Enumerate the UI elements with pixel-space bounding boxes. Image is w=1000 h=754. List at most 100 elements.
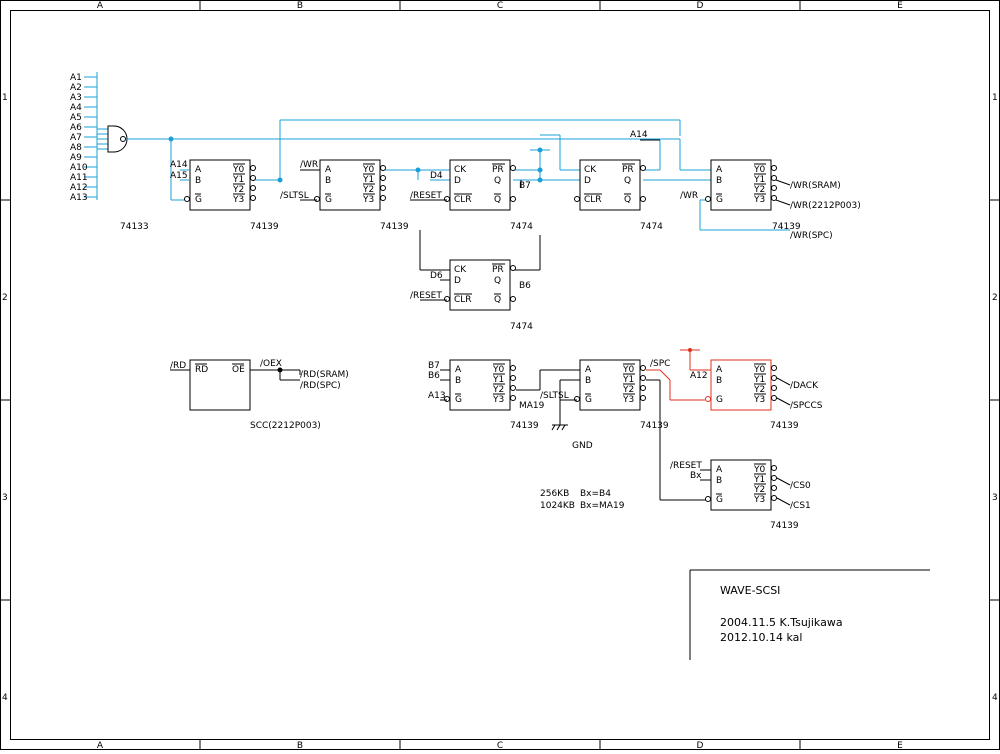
dec1-input-b: A15	[170, 171, 188, 181]
col-label: D	[697, 741, 704, 750]
scc-name-label: SCC(2212P003)	[250, 421, 321, 431]
svg-text:Y3: Y3	[753, 395, 765, 405]
col-label: D	[697, 1, 704, 11]
row-label: 2	[2, 293, 8, 303]
dec6-dack-label: /DACK	[790, 381, 819, 391]
svg-text:G: G	[716, 395, 723, 405]
svg-text:Y2: Y2	[753, 385, 765, 395]
dec5-part-label: 74139	[640, 421, 669, 431]
ff3-reset-label: /RESET	[410, 291, 442, 301]
scc-out-sram: /RD(SRAM)	[300, 370, 349, 380]
decoder-6-74139: A B G Y0 Y1 Y2 Y3 A12 /DACK /SPCCS 74139	[646, 348, 823, 431]
svg-text:Y0: Y0	[753, 365, 765, 375]
nand-input-label: A6	[70, 123, 82, 133]
nand-input-label: A9	[70, 153, 82, 163]
dec5-spc-label: /SPC	[650, 359, 670, 369]
row-label: 4	[992, 693, 998, 703]
dec3-wr-label: /WR	[680, 191, 698, 201]
decoder-7-74139: /RESET Bx /CS0 /CS1 74139	[670, 459, 811, 531]
ff1-q-label: B7	[519, 181, 531, 191]
junction-dots	[168, 136, 543, 183]
flipflop-3-7474: D6 /RESET B6 7474	[410, 259, 533, 332]
dec6-a12-label: A12	[690, 371, 708, 381]
nand-input-label: A12	[70, 183, 88, 193]
dec4-g-label: A13	[428, 391, 446, 401]
row-label: 1	[2, 93, 8, 103]
nand-gate-74133: 74133	[84, 72, 149, 232]
nand-input-label: A1	[70, 73, 82, 83]
svg-text:A: A	[716, 365, 723, 375]
dec5-sltsl-label: /SLTSL	[540, 391, 569, 401]
row-label: 4	[2, 693, 8, 703]
decoder-5-74139: /SLTSL /SPC GND 74139	[540, 359, 707, 501]
scc-rd-pin: RD	[195, 365, 208, 375]
dec7-part-label: 74139	[770, 521, 799, 531]
row-label: 2	[992, 293, 998, 303]
col-label: A	[97, 741, 104, 750]
decoder-2-74139: /WR /SLTSL 74139	[280, 159, 409, 232]
ff1-reset-label: /RESET	[410, 191, 442, 201]
nand-input-label: A10	[70, 163, 88, 173]
row-label: 1	[992, 93, 998, 103]
nand-input-label: A7	[70, 133, 82, 143]
nand-input-label: A3	[70, 93, 82, 103]
ff3-d-label: D6	[430, 271, 443, 281]
col-label: A	[97, 1, 104, 11]
scc-chip: RD OE /RD /OEX /RD(SRAM) /RD(SPC) SCC(22…	[170, 359, 349, 431]
title-date-2: 2012.10.14 kal	[720, 631, 802, 644]
col-label: B	[297, 741, 303, 750]
note-256kb-bx: Bx=B4	[580, 489, 611, 499]
scc-rd-label: /RD	[170, 361, 186, 371]
title-date-1: 2004.11.5 K.Tsujikawa	[720, 616, 843, 629]
col-label: E	[897, 1, 903, 11]
col-label: C	[497, 741, 503, 750]
flipflop-1-7474: /RESET D4 B7 7474	[410, 159, 533, 232]
nand-input-label: A5	[70, 113, 82, 123]
ff3-q-label: B6	[519, 281, 531, 291]
title-text: WAVE-SCSI	[720, 584, 780, 597]
ff2-a14-label: A14	[630, 130, 648, 140]
dec3-out-2212: /WR(2212P003)	[790, 201, 861, 211]
nand-input-label: A8	[70, 143, 82, 153]
dec7-cs1-label: /CS1	[790, 501, 811, 511]
dec4-part-label: 74139	[510, 421, 539, 431]
scc-oex-label: /OEX	[260, 359, 282, 369]
column-labels-top: A B C D E	[97, 1, 903, 11]
ff1-d-label: D4	[430, 171, 443, 181]
decoder-4-74139: B7 B6 A13 MA19 74139	[428, 359, 580, 431]
dec3-out-spc: /WR(SPC)	[790, 231, 833, 241]
nand-input-label: A4	[70, 103, 82, 113]
decoder-3-74139: /WR /WR(SRAM) /WR(2212P003) /WR(SPC) 741…	[680, 159, 861, 241]
ff1-part-label: 7474	[510, 222, 533, 232]
dec3-part-label: 74139	[772, 222, 801, 232]
row-labels-left: 1 2 3 4	[2, 93, 8, 703]
ff2-part-label: 7474	[640, 222, 663, 232]
dec4-y2-label: MA19	[519, 401, 545, 411]
nand-part-label: 74133	[120, 222, 149, 232]
note-256kb: 256KB	[540, 489, 569, 499]
ff3-part-label: 7474	[510, 322, 533, 332]
nand-input-label: A2	[70, 83, 82, 93]
row-labels-right: 1 2 3 4	[992, 93, 998, 703]
dec2-wr-label: /WR	[300, 160, 318, 170]
col-label: B	[297, 1, 303, 11]
dec1-part-label: 74139	[250, 222, 279, 232]
dec6-spccs-label: /SPCCS	[790, 401, 823, 411]
dec6-part-label: 74139	[770, 421, 799, 431]
dec2-sltsl-label: /SLTSL	[280, 191, 309, 201]
dec3-out-sram: /WR(SRAM)	[790, 181, 841, 191]
nand-input-label: A11	[70, 173, 88, 183]
nand-input-label: A13	[70, 193, 88, 203]
dec7-cs0-label: /CS0	[790, 481, 811, 491]
column-labels-bottom: A B C D E	[97, 741, 903, 751]
svg-text:Y1: Y1	[753, 375, 765, 385]
dec1-input-a: A14	[170, 160, 188, 170]
flipflop-2-7474: A14 7474	[574, 130, 663, 232]
col-label: E	[897, 741, 903, 750]
row-label: 3	[2, 493, 8, 503]
dec2-part-label: 74139	[380, 222, 409, 232]
signal-wires	[126, 119, 791, 271]
dec4-b-label: B6	[428, 371, 440, 381]
